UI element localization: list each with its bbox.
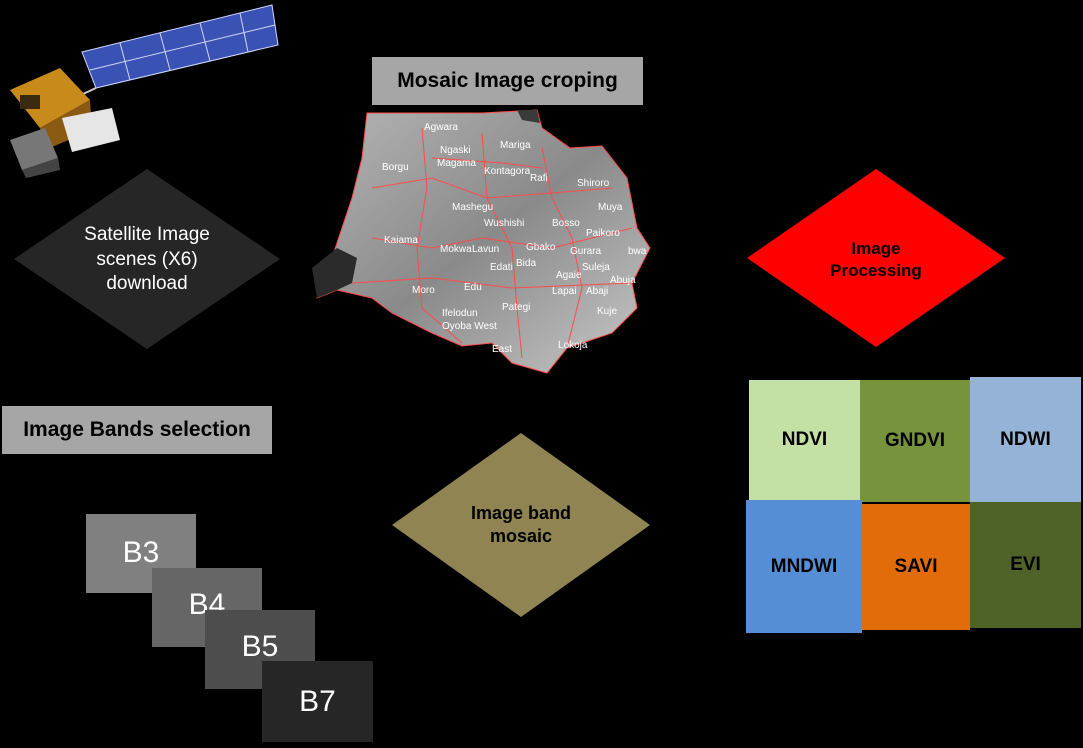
svg-text:Suleja: Suleja	[582, 262, 610, 273]
index-ndwi: NDWI	[970, 377, 1081, 502]
svg-text:Lapai: Lapai	[552, 286, 576, 297]
svg-text:Kuje: Kuje	[597, 306, 617, 317]
satellite-icon	[10, 4, 279, 178]
bands-selection-label: Image Bands selection	[2, 406, 272, 454]
svg-text:Mokwa: Mokwa	[440, 244, 472, 255]
svg-text:Gbako: Gbako	[526, 242, 556, 253]
processing-diamond	[747, 169, 1005, 347]
index-ndvi: NDVI	[749, 380, 860, 500]
svg-text:Borgu: Borgu	[382, 162, 409, 173]
band-mosaic-step-label: Image band mosaic	[470, 502, 572, 546]
svg-text:Agwara: Agwara	[424, 122, 458, 133]
svg-text:Agaie: Agaie	[556, 270, 582, 281]
map-icon: Agwara Borgu Ngaski Mariga Magama Kontag…	[312, 109, 651, 374]
svg-text:Bida: Bida	[516, 258, 536, 269]
svg-text:Wushishi: Wushishi	[484, 218, 524, 229]
svg-text:Edu: Edu	[464, 282, 482, 293]
band-b7: B7	[262, 661, 373, 742]
svg-text:Gurara: Gurara	[570, 246, 602, 257]
svg-text:bwa: bwa	[628, 246, 647, 257]
svg-text:Shiroro: Shiroro	[577, 178, 610, 189]
svg-text:Mashegu: Mashegu	[452, 202, 493, 213]
index-savi: SAVI	[862, 504, 970, 630]
svg-text:Magama: Magama	[437, 158, 476, 169]
svg-text:Bosso: Bosso	[552, 218, 580, 229]
svg-text:Abaji: Abaji	[586, 286, 608, 297]
svg-text:Kaiama: Kaiama	[384, 235, 418, 246]
svg-text:Moro: Moro	[412, 285, 435, 296]
svg-text:Pategi: Pategi	[502, 302, 530, 313]
download-step-label: Satellite Image scenes (X6) download	[84, 223, 210, 295]
band-mosaic-diamond	[392, 433, 650, 617]
index-gndvi: GNDVI	[860, 380, 970, 502]
svg-text:Lavun: Lavun	[472, 244, 499, 255]
svg-text:Kontagora: Kontagora	[484, 166, 531, 177]
svg-text:Ngaski: Ngaski	[440, 145, 471, 156]
svg-text:Muya: Muya	[598, 202, 623, 213]
svg-text:Abuja: Abuja	[610, 275, 636, 286]
index-evi: EVI	[970, 502, 1081, 628]
processing-step-label: Image Processing	[830, 238, 922, 280]
svg-text:Paikoro: Paikoro	[586, 228, 620, 239]
svg-text:Ifelodun: Ifelodun	[442, 308, 478, 319]
index-mndwi: MNDWI	[746, 500, 862, 633]
svg-text:Lokoja: Lokoja	[558, 340, 588, 351]
svg-text:Mariga: Mariga	[500, 140, 531, 151]
map-title: Mosaic Image croping	[372, 57, 643, 105]
download-diamond	[14, 169, 280, 349]
svg-text:Oyoba West: Oyoba West	[442, 321, 497, 332]
svg-text:East: East	[492, 344, 512, 355]
svg-text:Rafi: Rafi	[530, 173, 548, 184]
svg-text:Edati: Edati	[490, 262, 513, 273]
